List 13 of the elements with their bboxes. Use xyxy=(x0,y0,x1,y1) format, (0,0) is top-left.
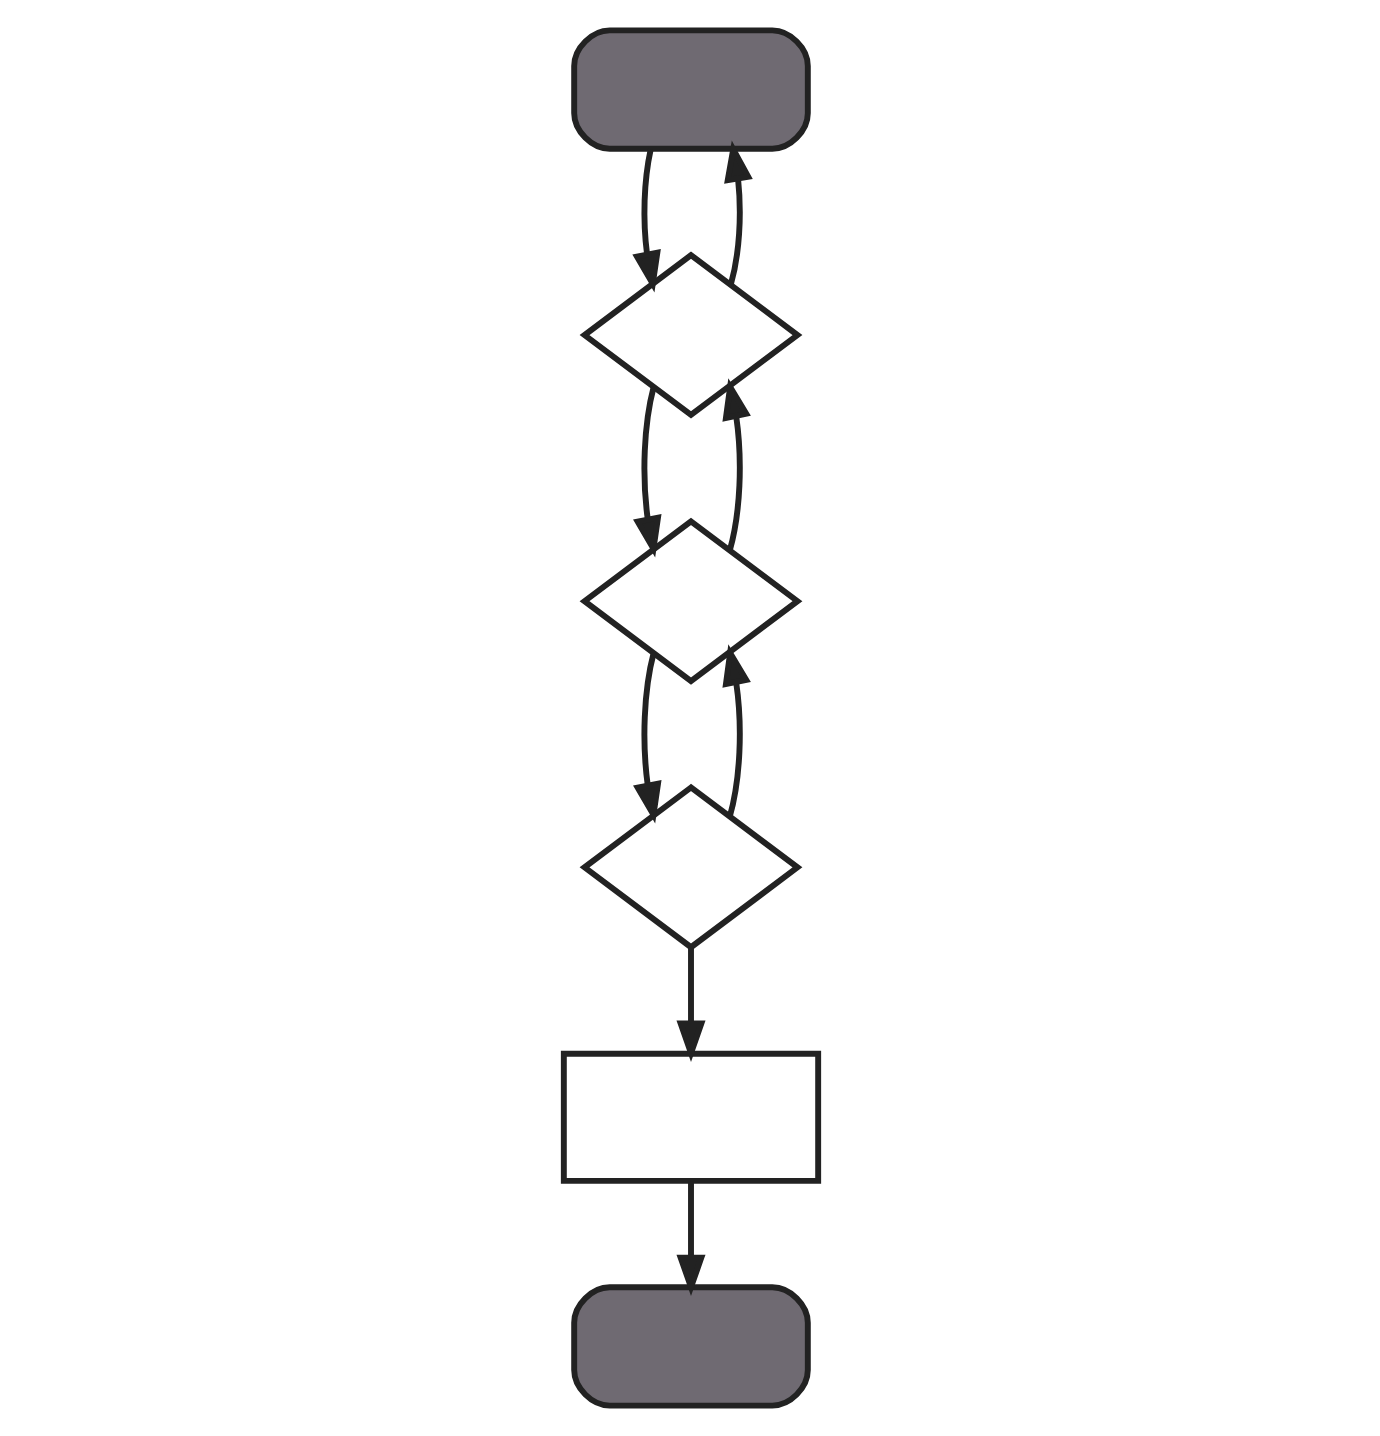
arrow xyxy=(632,386,661,558)
arrow xyxy=(631,148,660,293)
arrow xyxy=(632,652,661,824)
node-diamond xyxy=(578,517,802,685)
node-pill xyxy=(570,1284,810,1409)
node-box xyxy=(559,1050,821,1184)
arrow xyxy=(721,378,750,552)
arrow xyxy=(675,947,705,1062)
node-diamond xyxy=(578,783,802,951)
arrow xyxy=(721,644,750,818)
node-pill xyxy=(570,27,810,152)
arrow xyxy=(723,140,752,286)
arrow xyxy=(675,1181,705,1297)
